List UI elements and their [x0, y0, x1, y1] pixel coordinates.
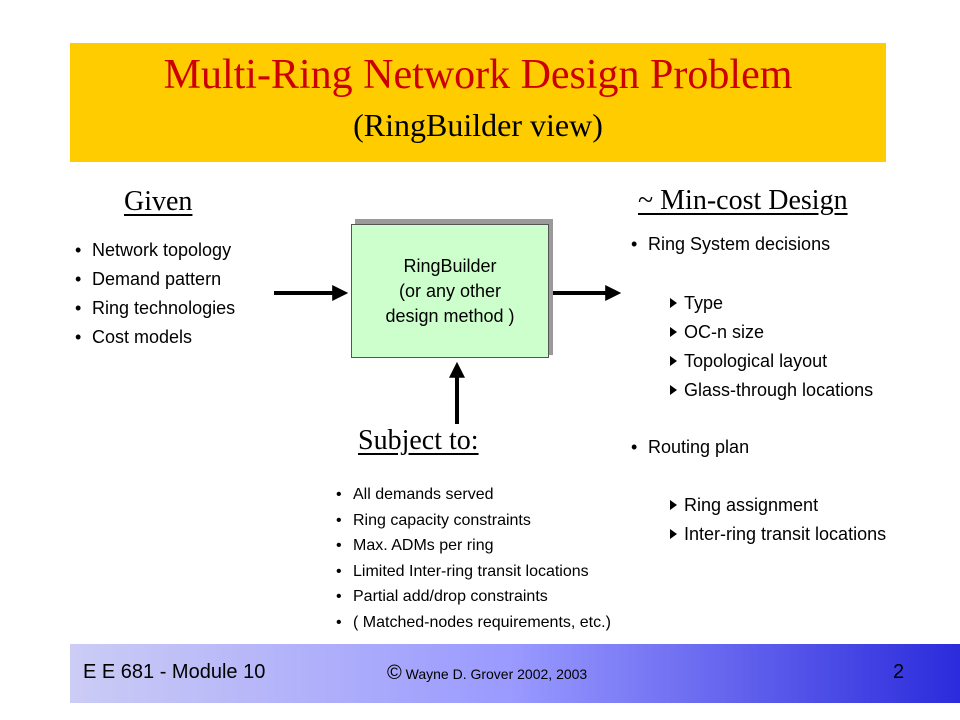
constraint-item: Max. ADMs per ring — [336, 533, 611, 559]
copyright-text: Wayne D. Grover 2002, 2003 — [405, 666, 588, 682]
subject-to-heading: Subject to: — [358, 425, 479, 456]
copyright-symbol: © — [387, 662, 402, 684]
footer-bar: E E 681 - Module 10 © Wayne D. Grover 20… — [70, 644, 960, 703]
method-box-line: (or any other — [398, 280, 502, 301]
given-item: Network topology — [75, 236, 235, 265]
ring-system-item: Topological layout — [668, 347, 873, 376]
given-item: Ring technologies — [75, 294, 235, 323]
given-item: Cost models — [75, 323, 235, 352]
title-band: Multi-Ring Network Design Problem (RingB… — [70, 43, 886, 162]
routing-list: Routing plan — [631, 437, 749, 458]
routing-item: Inter-ring transit locations — [668, 520, 886, 549]
ring-system-list: Ring System decisions — [631, 234, 830, 255]
routing-sublist: Ring assignment Inter-ring transit locat… — [668, 491, 886, 549]
slide-title: Multi-Ring Network Design Problem — [163, 52, 793, 98]
constraint-item: Ring capacity constraints — [336, 508, 611, 534]
constraint-item: All demands served — [336, 482, 611, 508]
copyright-notice: © Wayne D. Grover 2002, 2003 — [387, 662, 587, 685]
method-box: RingBuilder (or any other design method … — [351, 224, 549, 358]
routing-item: Ring assignment — [668, 491, 886, 520]
ring-system-label: Ring System decisions — [631, 234, 830, 255]
slide-subtitle: (RingBuilder view) — [353, 107, 603, 143]
course-label: E E 681 - Module 10 — [83, 661, 266, 683]
page-number: 2 — [893, 661, 905, 683]
design-heading: ~ Min-cost Design — [638, 185, 848, 216]
given-list: Network topology Demand pattern Ring tec… — [75, 236, 235, 352]
constraint-item: Limited Inter-ring transit locations — [336, 559, 611, 585]
method-box-line: RingBuilder — [403, 255, 497, 276]
routing-label: Routing plan — [631, 437, 749, 458]
ring-system-item: Glass-through locations — [668, 376, 873, 405]
ring-system-item: Type — [668, 289, 873, 318]
constraints-list: All demands served Ring capacity constra… — [336, 482, 611, 636]
ring-system-sublist: Type OC-n size Topological layout Glass-… — [668, 289, 873, 405]
ring-system-item: OC-n size — [668, 318, 873, 347]
given-heading: Given — [124, 186, 193, 217]
method-box-line: design method ) — [385, 305, 515, 326]
constraint-item: ( Matched-nodes requirements, etc.) — [336, 610, 611, 636]
constraint-item: Partial add/drop constraints — [336, 584, 611, 610]
given-item: Demand pattern — [75, 265, 235, 294]
